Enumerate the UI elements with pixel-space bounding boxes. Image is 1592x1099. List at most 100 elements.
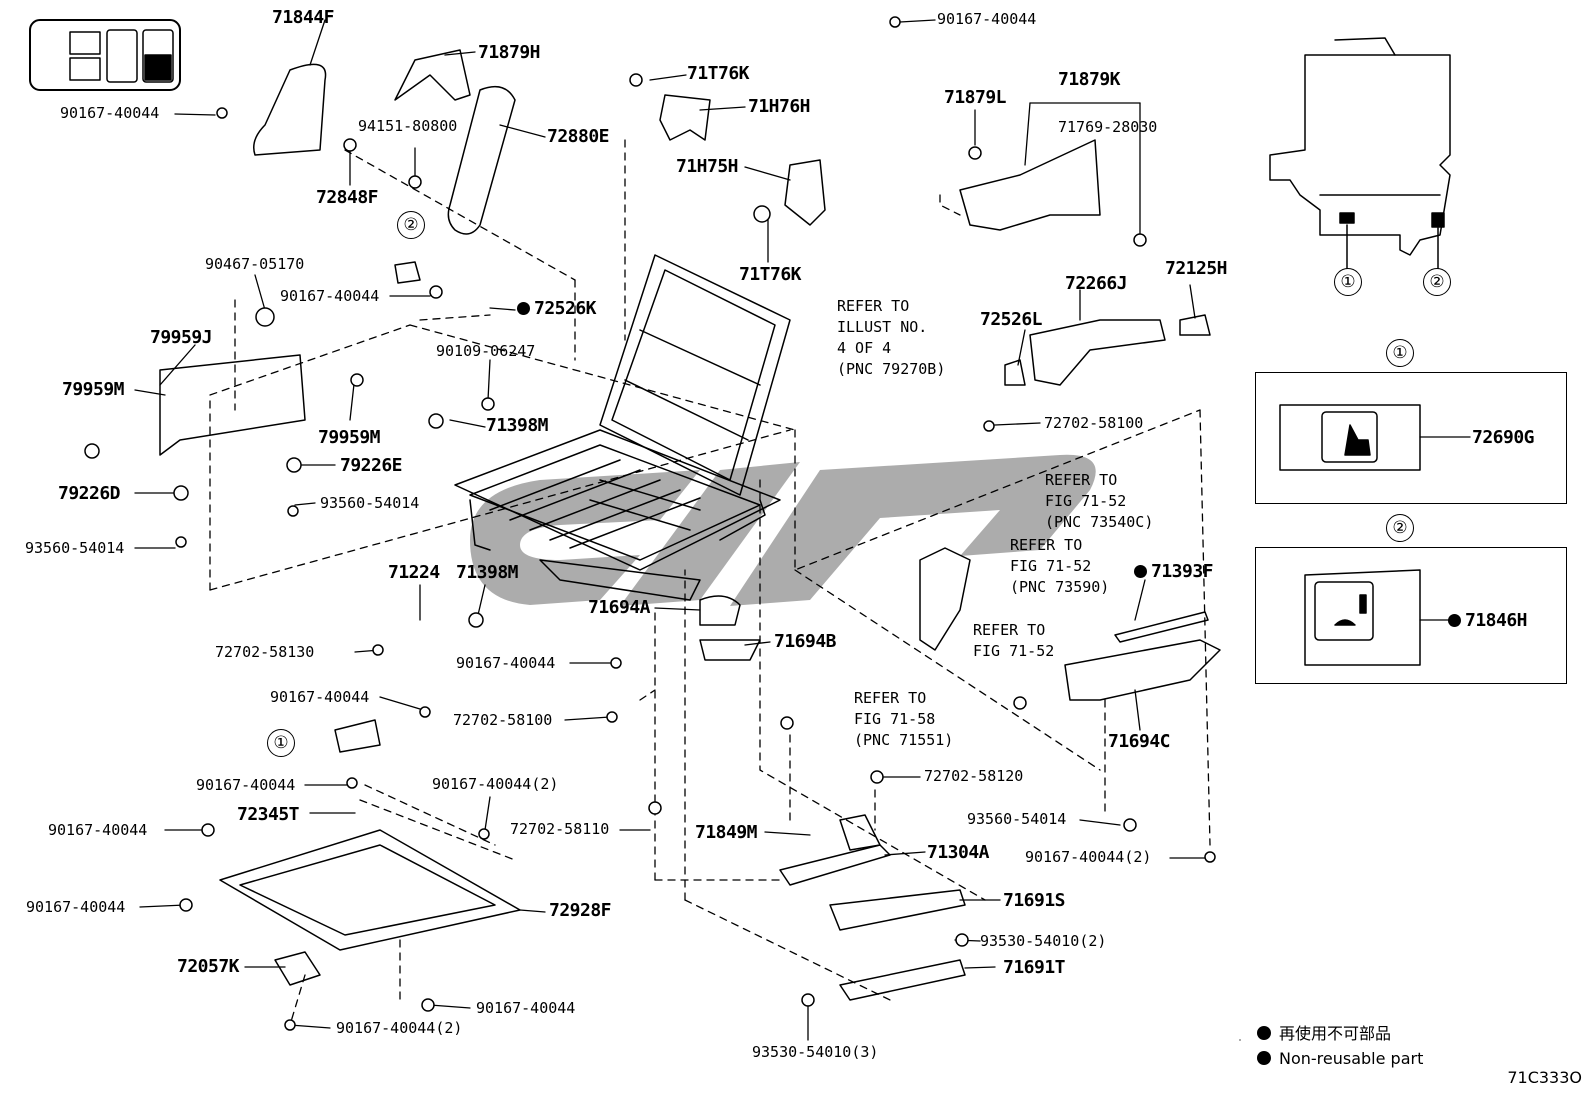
part-label[interactable]: 79226E: [340, 455, 403, 476]
part-label[interactable]: 72690G: [1472, 427, 1535, 448]
part-label[interactable]: 72266J: [1065, 273, 1128, 294]
cover-71H76H: [659, 94, 711, 141]
callout-1-icon: ①: [1334, 268, 1362, 296]
part-label[interactable]: 90167-40044(2): [1025, 848, 1152, 866]
reference-note[interactable]: REFER TO ILLUST NO. 4 OF 4 (PNC 79270B): [837, 297, 946, 378]
legend-en-text: Non-reusable part: [1279, 1049, 1424, 1068]
legend-jp-text: 再使用不可部品: [1279, 1024, 1392, 1043]
part-label-nonreusable[interactable]: 71393F: [1134, 562, 1214, 582]
part-label[interactable]: 90167-40044: [937, 10, 1037, 28]
cover-71H75H: [784, 159, 826, 226]
part-label[interactable]: 79226D: [58, 483, 121, 504]
legend-jp: 再使用不可部品: [1257, 1023, 1391, 1045]
part-label[interactable]: 71879L: [944, 87, 1007, 108]
part-label[interactable]: 90167-40044: [26, 898, 126, 916]
part-label[interactable]: 71691T: [1003, 957, 1066, 978]
part-label[interactable]: 71694C: [1108, 731, 1171, 752]
part-label[interactable]: 90467-05170: [205, 255, 305, 273]
part-label[interactable]: 72702-58130: [215, 643, 315, 661]
part-label[interactable]: 90167-40044: [196, 776, 296, 794]
cover-71844F: [253, 63, 327, 156]
part-label-nonreusable[interactable]: 72526K: [517, 299, 597, 319]
part-label[interactable]: 79959M: [318, 427, 381, 448]
part-label[interactable]: 72848F: [316, 187, 379, 208]
part-label[interactable]: 90167-40044(2): [432, 775, 559, 793]
callout-2-icon: ②: [397, 211, 425, 239]
part-label[interactable]: 71H75H: [676, 156, 739, 177]
inset-switch-1: [1279, 404, 1421, 471]
track-71691S: [829, 889, 966, 931]
seat-frame: [454, 254, 791, 601]
nonreusable-dot-icon: [1257, 1026, 1271, 1040]
part-label[interactable]: 71H76H: [748, 96, 811, 117]
part-label[interactable]: 72702-58110: [510, 820, 610, 838]
part-label[interactable]: 94151-80800: [358, 117, 458, 135]
part-label[interactable]: 72345T: [237, 804, 300, 825]
part-label-nonreusable[interactable]: 71846H: [1448, 611, 1528, 631]
cover-71694B: [699, 639, 761, 661]
part-label[interactable]: 90167-40044: [60, 104, 160, 122]
part-label[interactable]: 71398M: [456, 562, 519, 583]
part-label[interactable]: 93560-54014: [25, 539, 125, 557]
part-label[interactable]: 71879K: [1058, 69, 1121, 90]
bracket-callout1: [334, 719, 381, 753]
part-label[interactable]: 90167-40044: [456, 654, 556, 672]
armrest-72880E: [447, 85, 516, 235]
part-label[interactable]: 72928F: [549, 900, 612, 921]
track-71691T: [839, 959, 966, 1001]
part-label[interactable]: 93560-54014: [320, 494, 420, 512]
part-label[interactable]: 71304A: [927, 842, 990, 863]
part-label[interactable]: 90167-40044: [476, 999, 576, 1017]
part-label[interactable]: 90167-40044(2): [336, 1019, 463, 1037]
part-label[interactable]: 71T76K: [687, 63, 750, 84]
part-label[interactable]: 72702-58100: [453, 711, 553, 729]
cover-71694A: [699, 595, 741, 626]
part-label[interactable]: 71769-28030: [1058, 118, 1158, 136]
part-label[interactable]: 71879H: [478, 42, 541, 63]
part-label[interactable]: 72526L: [980, 309, 1043, 330]
part-label[interactable]: 71T76K: [739, 264, 802, 285]
part-label[interactable]: 79959M: [62, 379, 125, 400]
bracket-callout2: [394, 261, 421, 284]
part-label[interactable]: 72125H: [1165, 258, 1228, 279]
reference-note[interactable]: REFER TO FIG 71-52: [973, 621, 1055, 660]
part-label[interactable]: 71694A: [588, 597, 651, 618]
cover-72526L: [1004, 359, 1026, 386]
legend-en: Non-reusable part: [1257, 1048, 1423, 1070]
part-label[interactable]: 93530-54010(2): [980, 932, 1107, 950]
part-label[interactable]: 90167-40044: [270, 688, 370, 706]
part-label[interactable]: 71844F: [272, 7, 335, 28]
lever-72057K: [274, 951, 321, 986]
cover-72266J: [1029, 319, 1166, 386]
part-label[interactable]: 90167-40044: [280, 287, 380, 305]
fasteners: [84, 16, 1216, 1031]
inset-switch-2: [1304, 569, 1421, 666]
part-label[interactable]: 71694B: [774, 631, 837, 652]
part-label[interactable]: 72880E: [547, 126, 610, 147]
part-label[interactable]: 93530-54010(3): [752, 1043, 879, 1061]
part-label[interactable]: 90167-40044: [48, 821, 148, 839]
part-label[interactable]: 72702-58120: [924, 767, 1024, 785]
panel-71879K: [959, 139, 1101, 231]
part-label[interactable]: 72057K: [177, 956, 240, 977]
reference-note[interactable]: REFER TO FIG 71-58 (PNC 71551): [854, 689, 954, 749]
reference-note[interactable]: REFER TO FIG 71-52 (PNC 73590): [1010, 536, 1110, 596]
nonreusable-dot-icon: [1257, 1051, 1271, 1065]
part-label[interactable]: 71691S: [1003, 890, 1066, 911]
inset-panel-1: [1255, 372, 1567, 504]
part-label[interactable]: 71398M: [486, 415, 549, 436]
part-label[interactable]: 71224: [388, 562, 440, 583]
part-label[interactable]: 90109-06247: [436, 342, 536, 360]
cover-72125H: [1179, 314, 1211, 336]
cover-71879H: [394, 49, 471, 101]
callout-1-icon: ①: [267, 729, 295, 757]
part-label[interactable]: 72702-58100: [1044, 414, 1144, 432]
callout-2-icon: ②: [1423, 268, 1451, 296]
inset-panel-2: [1255, 547, 1567, 684]
reference-note[interactable]: REFER TO FIG 71-52 (PNC 73540C): [1045, 471, 1154, 531]
vehicle-outline: [1269, 37, 1451, 271]
part-label[interactable]: 93560-54014: [967, 810, 1067, 828]
part-label[interactable]: 79959J: [150, 327, 213, 348]
mech-71304A: [779, 844, 891, 886]
part-label[interactable]: 71849M: [695, 822, 758, 843]
